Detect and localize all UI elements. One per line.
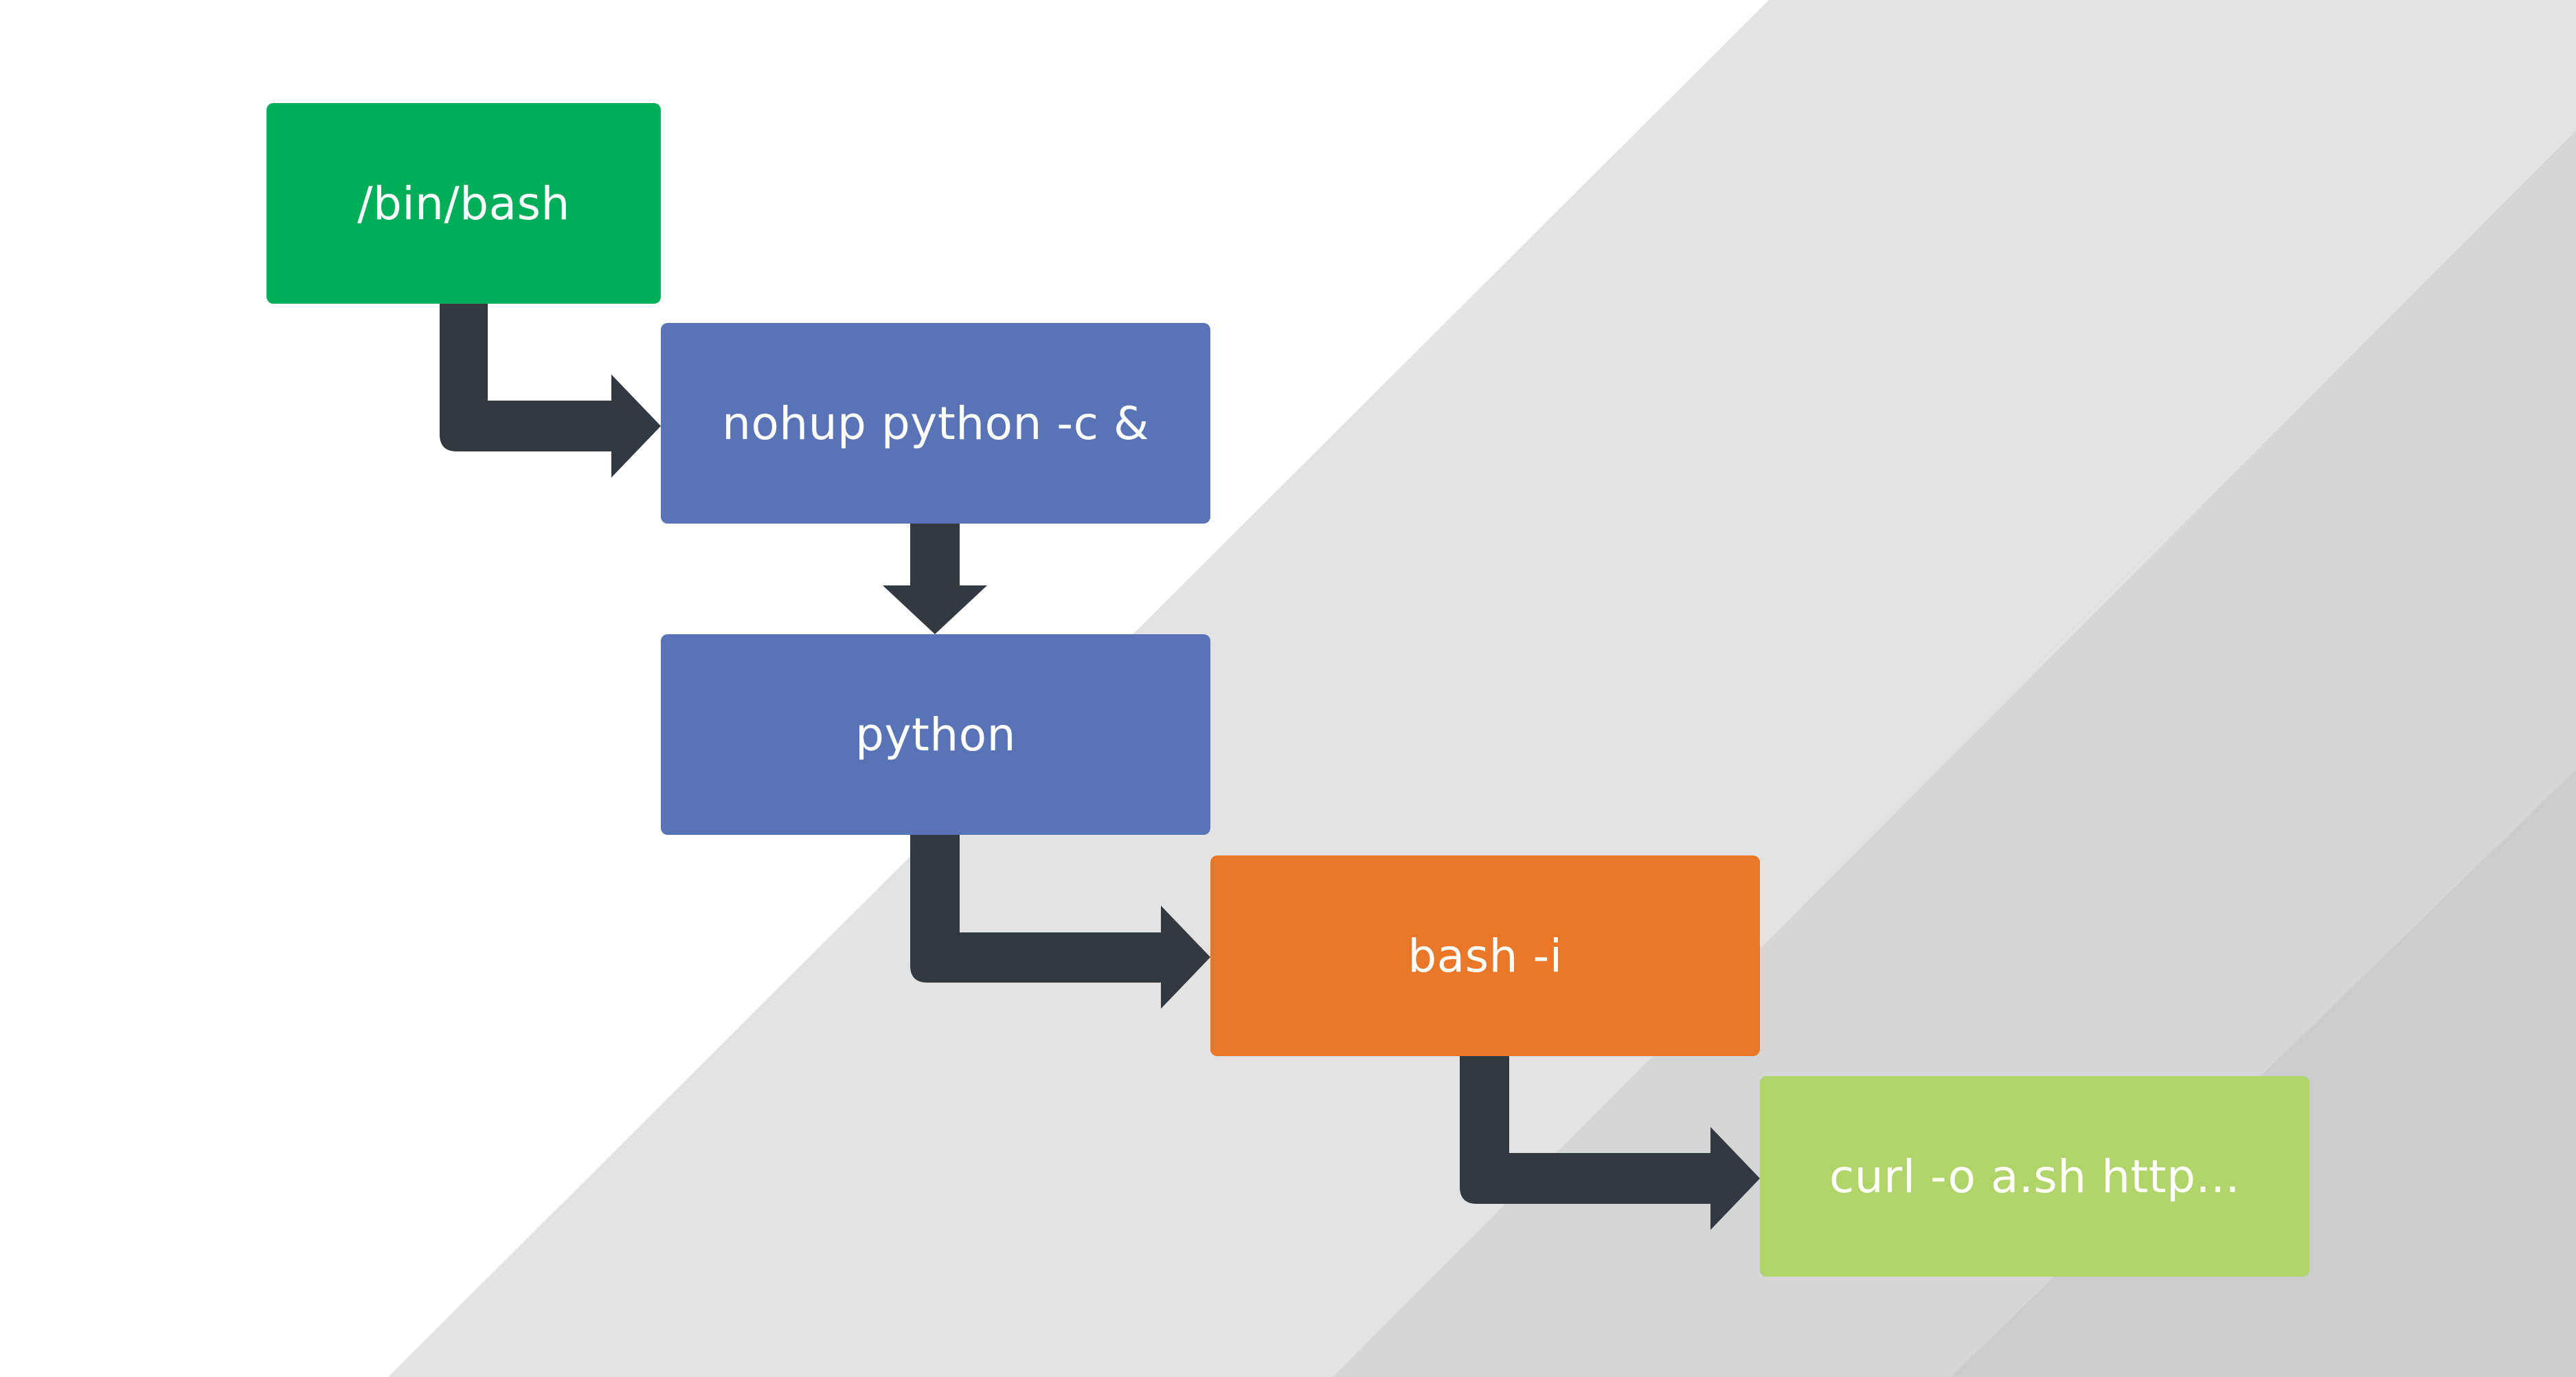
node-python: python — [661, 634, 1210, 835]
node-label-bash-i: bash -i — [1408, 929, 1563, 983]
arrow-python-to-bash-i — [910, 835, 1210, 1009]
node-label-bin-bash: /bin/bash — [357, 177, 570, 230]
node-nohup-python: nohup python -c & — [661, 323, 1210, 524]
node-label-python: python — [855, 708, 1016, 761]
node-curl: curl -o a.sh http... — [1760, 1076, 2309, 1277]
node-label-curl: curl -o a.sh http... — [1829, 1150, 2240, 1203]
node-bin-bash: /bin/bash — [267, 103, 661, 304]
background-band-mid — [1333, 131, 2576, 1377]
node-label-nohup-python: nohup python -c & — [722, 396, 1149, 450]
arrow-bin-bash-to-nohup — [440, 304, 661, 478]
node-bash-i: bash -i — [1210, 855, 1760, 1056]
arrow-bash-i-to-curl — [1460, 1056, 1760, 1230]
arrow-nohup-to-python — [883, 524, 987, 634]
